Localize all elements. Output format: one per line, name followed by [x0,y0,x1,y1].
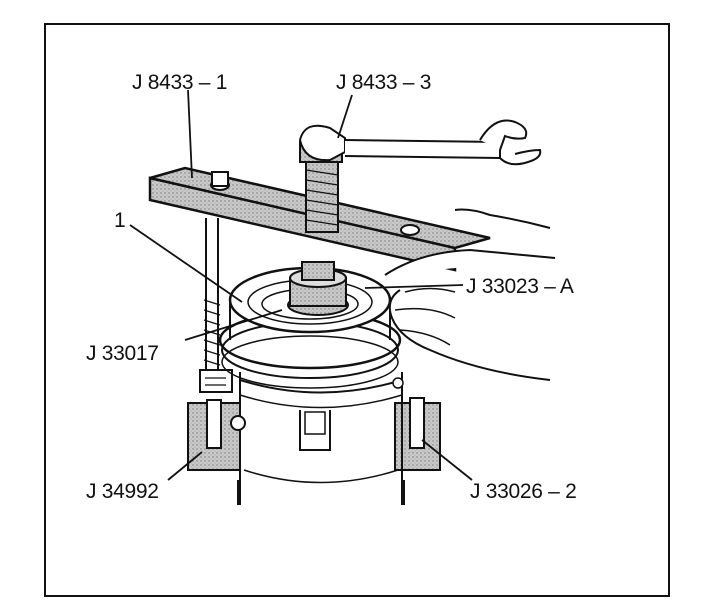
label-item-1: 1 [114,209,126,232]
label-j33023-a: J 33023 – A [466,275,574,298]
threaded-post [203,218,221,370]
label-j33017: J 33017 [86,342,159,365]
label-j33026-2: J 33026 – 2 [470,480,577,503]
label-j8433-3: J 8433 – 3 [336,71,432,94]
hub-adapter-j33023a [287,261,349,316]
label-j8433-1: J 8433 – 1 [132,71,228,94]
compressor-body [199,369,405,505]
wrench [298,124,501,162]
label-j34992: J 34992 [86,480,159,503]
hand-lower [384,248,556,381]
hand-upper [454,119,551,229]
leader-lines [129,89,473,481]
